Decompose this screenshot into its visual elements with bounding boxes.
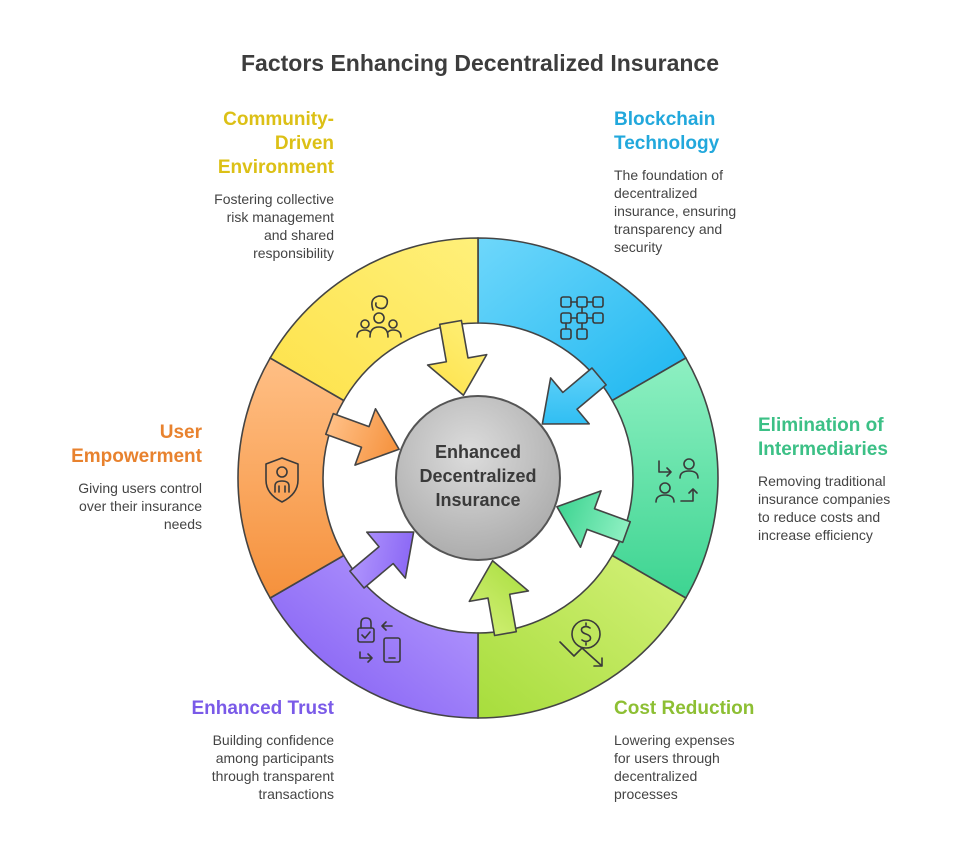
diagram-title: Factors Enhancing Decentralized Insuranc… bbox=[240, 50, 720, 76]
center-circle bbox=[395, 395, 561, 561]
center-line: Enhanced bbox=[434, 442, 522, 462]
people-exchange-icon bbox=[655, 458, 699, 503]
segment-arrow bbox=[468, 559, 530, 637]
ring-segment bbox=[611, 356, 719, 600]
segment-arrow bbox=[349, 531, 415, 589]
center-line: Insurance bbox=[435, 490, 521, 510]
user-shield-icon bbox=[265, 457, 299, 503]
segment-title: Cost Reduction bbox=[614, 698, 755, 719]
center-line: Decentralized bbox=[419, 466, 537, 486]
segment-arrow bbox=[426, 319, 488, 397]
center-label: Enhanced Decentralized Insurance bbox=[396, 440, 560, 512]
ring-segment bbox=[237, 356, 345, 600]
community-group-icon bbox=[356, 295, 402, 338]
blockchain-nodes-icon bbox=[560, 296, 604, 340]
segment-arrow bbox=[556, 490, 632, 549]
dollar-decrease-icon bbox=[559, 619, 603, 667]
segment-arrow bbox=[324, 407, 400, 466]
segment-arrow bbox=[541, 367, 607, 425]
secure-transaction-icon bbox=[357, 617, 401, 663]
segment-title: Enhanced Trust bbox=[191, 698, 334, 719]
